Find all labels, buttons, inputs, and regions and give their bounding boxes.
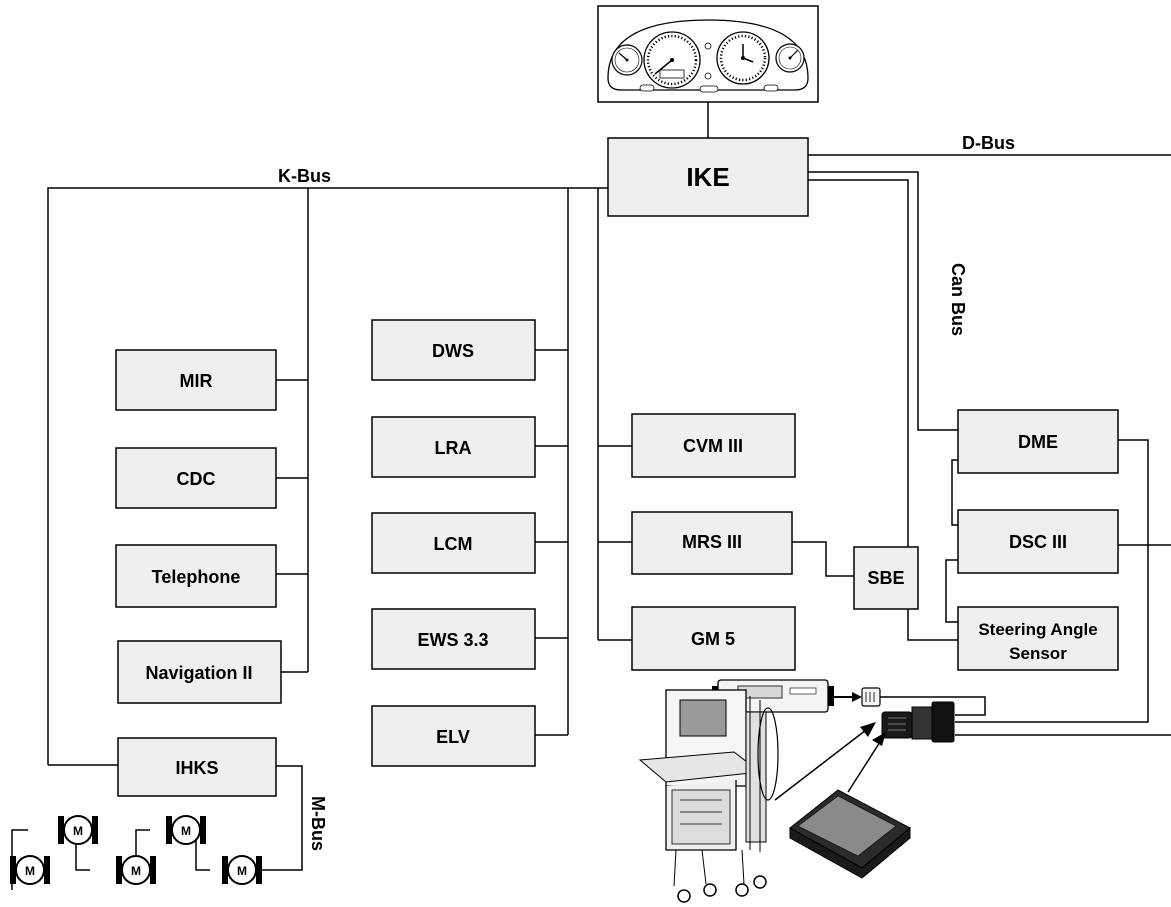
can-bus-label: Can Bus bbox=[948, 263, 968, 336]
dme-to-connector-line bbox=[955, 439, 1149, 723]
telephone-label: Telephone bbox=[152, 567, 241, 587]
ike-label: IKE bbox=[686, 162, 729, 192]
obd-connector-icon bbox=[881, 701, 955, 743]
can-bus-line-inner bbox=[808, 179, 958, 641]
box-ike: IKE bbox=[607, 137, 809, 217]
motor-label: M bbox=[131, 864, 141, 878]
motor-label: M bbox=[73, 824, 83, 838]
box-cdc: CDC bbox=[115, 447, 277, 509]
box-cvm: CVM III bbox=[631, 413, 796, 478]
gm-label: GM 5 bbox=[691, 629, 735, 649]
box-mrs: MRS III bbox=[631, 511, 793, 575]
motor-icon: M bbox=[116, 855, 156, 885]
m-bus-label: M-Bus bbox=[308, 796, 328, 851]
box-sbe: SBE bbox=[853, 546, 919, 610]
lcm-label: LCM bbox=[434, 534, 473, 554]
cdc-label: CDC bbox=[177, 469, 216, 489]
lra-label: LRA bbox=[435, 438, 472, 458]
dws-label: DWS bbox=[432, 341, 474, 361]
box-mir: MIR bbox=[115, 349, 277, 411]
motor-icon: M bbox=[222, 855, 262, 885]
ihks-label: IHKS bbox=[175, 758, 218, 778]
motor-label: M bbox=[237, 864, 247, 878]
diagnostic-cart-icon bbox=[638, 689, 779, 903]
laptop-tester-icon bbox=[789, 789, 911, 879]
elv-label: ELV bbox=[436, 727, 470, 747]
m-bus-line bbox=[255, 765, 303, 871]
box-navigation: Navigation II bbox=[117, 640, 282, 704]
can-bus-line-outer bbox=[808, 171, 958, 431]
steering-label-line1: Steering Angle bbox=[978, 620, 1097, 639]
box-lra: LRA bbox=[371, 416, 536, 478]
tester-connection-arrows bbox=[774, 722, 886, 801]
navigation-label: Navigation II bbox=[145, 663, 252, 683]
box-telephone: Telephone bbox=[115, 544, 277, 608]
sbe-label: SBE bbox=[867, 568, 904, 588]
mir-label: MIR bbox=[180, 371, 213, 391]
box-steering-angle-sensor: Steering Angle Sensor bbox=[957, 606, 1119, 671]
motor-label: M bbox=[181, 824, 191, 838]
box-ihks: IHKS bbox=[117, 737, 277, 797]
box-dws: DWS bbox=[371, 319, 536, 381]
k-bus-line bbox=[47, 187, 608, 765]
box-lcm: LCM bbox=[371, 512, 536, 574]
dme-label: DME bbox=[1018, 432, 1058, 452]
adapter-plug-icon bbox=[861, 687, 881, 707]
box-elv: ELV bbox=[371, 705, 536, 767]
cvm-label: CVM III bbox=[683, 436, 743, 456]
box-dme: DME bbox=[957, 409, 1119, 474]
dsc-label: DSC III bbox=[1009, 532, 1067, 552]
motor-icon: M bbox=[10, 855, 50, 885]
motor-icon: M bbox=[58, 815, 98, 845]
dme-dsc-link bbox=[951, 459, 958, 526]
motor-label: M bbox=[25, 864, 35, 878]
instrument-cluster-icon bbox=[597, 5, 819, 103]
wiring bbox=[47, 102, 1171, 871]
box-dsc: DSC III bbox=[957, 509, 1119, 574]
d-bus-label: D-Bus bbox=[962, 133, 1015, 153]
m-bus-motor-chain: M M M M M bbox=[10, 815, 262, 890]
box-ews: EWS 3.3 bbox=[371, 608, 536, 670]
adapter-loop-line bbox=[872, 696, 986, 716]
mrs-label: MRS III bbox=[682, 532, 742, 552]
mrs-sbe-line bbox=[792, 541, 854, 577]
motor-icon: M bbox=[166, 815, 206, 845]
k-bus-label: K-Bus bbox=[278, 166, 331, 186]
ews-label: EWS 3.3 bbox=[417, 630, 488, 650]
steering-label-line2: Sensor bbox=[1009, 644, 1067, 663]
box-gm: GM 5 bbox=[631, 606, 796, 671]
dsc-sas-link bbox=[945, 559, 958, 623]
